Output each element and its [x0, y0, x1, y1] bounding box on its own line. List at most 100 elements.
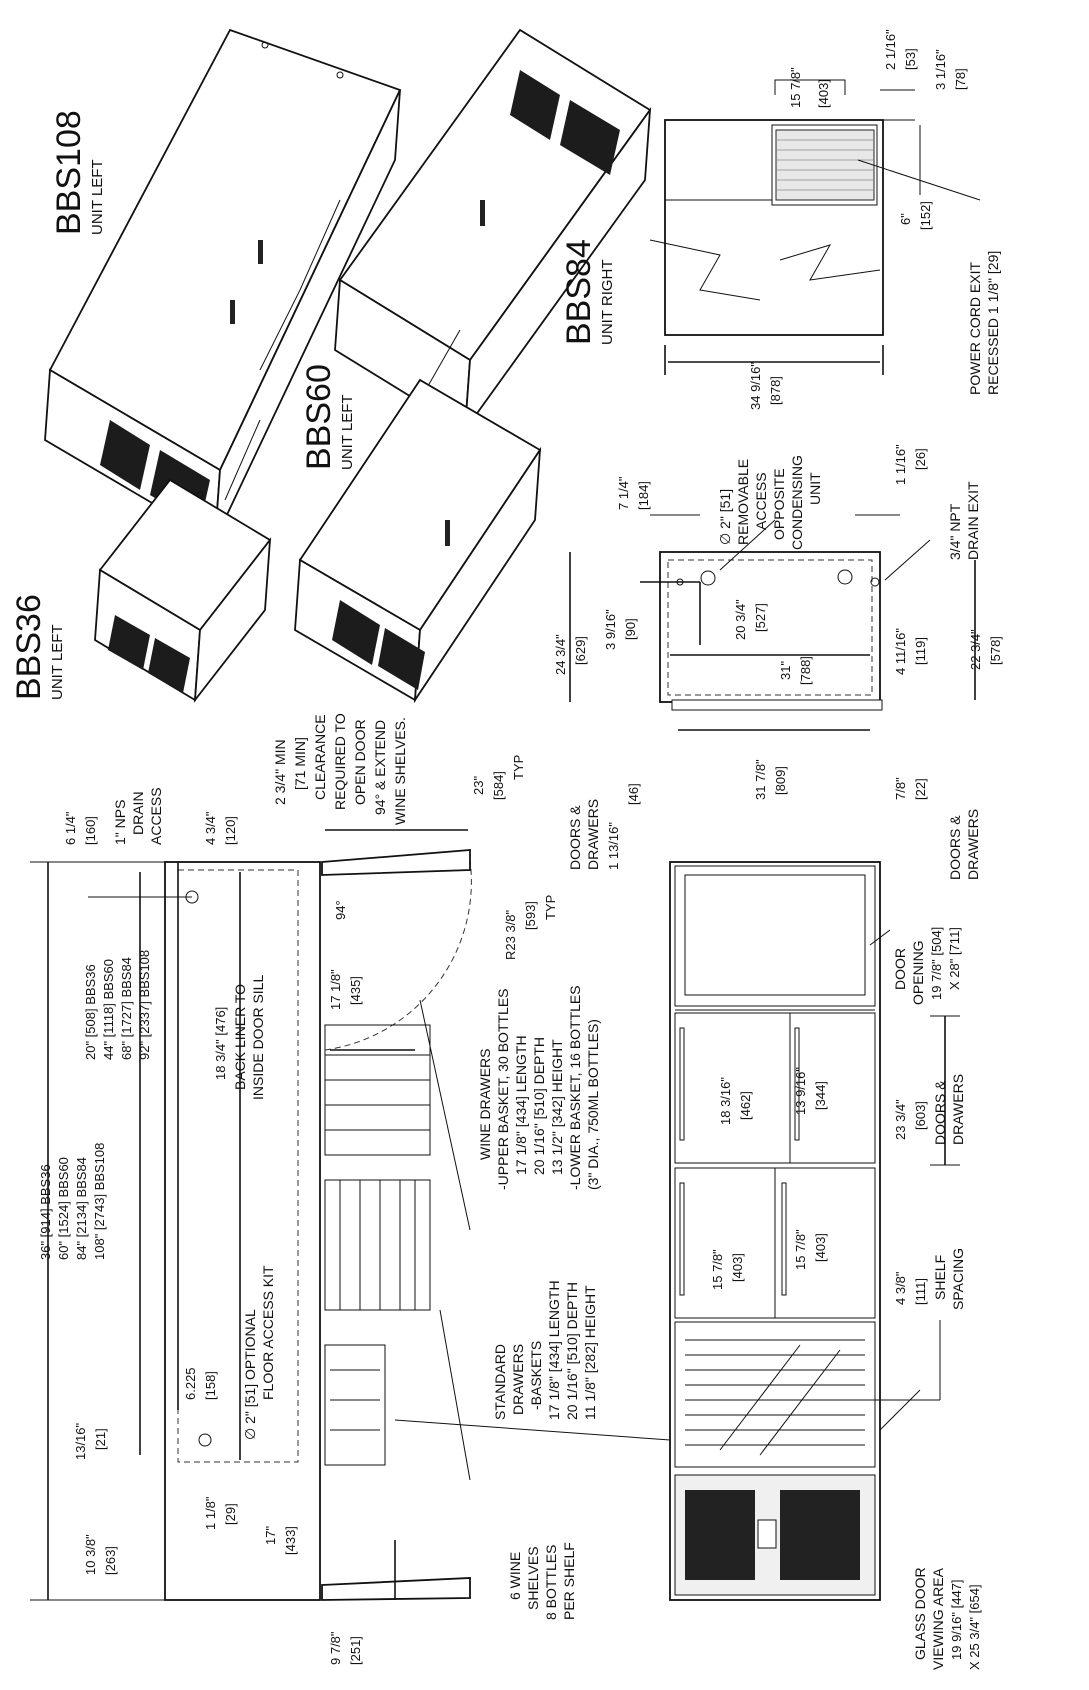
dim-label: 84" [2134] BBS84: [74, 1157, 89, 1260]
note-text: DRAWERS: [965, 809, 981, 880]
dim-label: 36" [914] BBS36: [38, 1164, 53, 1260]
grille-icon: [560, 100, 620, 175]
standard-drawer-icon: [324, 1179, 431, 1311]
dim-label: 19 9/16" [447]: [949, 1579, 964, 1660]
handle-icon: [480, 200, 485, 226]
dim-label: 20 3/4": [733, 599, 748, 640]
note-text: -LOWER BASKET, 16 BOTTLES: [567, 985, 583, 1190]
dim-label: [344]: [813, 1081, 828, 1110]
note-text: VIEWING AREA: [930, 1567, 946, 1670]
note-text: ACCESS: [753, 472, 769, 530]
bbs108-iso: [44, 28, 402, 542]
note-text: UNIT: [807, 472, 823, 505]
dim-label: 31 7/8": [753, 759, 768, 800]
dim-label: [152]: [918, 201, 933, 230]
dim-label: [263]: [103, 1546, 118, 1575]
note-text: 94° & EXTEND: [372, 720, 388, 815]
note-text: (3" DIA., 750ML BOTTLES): [585, 1019, 601, 1190]
dim-label: TYP: [511, 755, 526, 780]
dim-label: 6": [898, 213, 913, 225]
dim-label: 4 3/8": [893, 1271, 908, 1305]
handle-icon: [258, 240, 263, 264]
bbs108-title: BBS108: [50, 110, 88, 235]
note-text: DOORS &: [567, 805, 583, 870]
dim-label: 1 1/16": [893, 444, 908, 485]
note-text: 13 1/2" [342] HEIGHT: [549, 1039, 565, 1175]
dim-label: 24 3/4": [553, 634, 568, 675]
note-text: 8 BOTTLES: [543, 1545, 559, 1620]
dim-label: [120]: [223, 816, 238, 845]
dim-label: [53]: [903, 48, 918, 70]
dim-label: 108" [2743] BBS108: [92, 1143, 107, 1260]
note-text: OPEN DOOR: [352, 719, 368, 805]
dim-label: 31": [778, 661, 793, 680]
note-text: -BASKETS: [528, 1341, 544, 1410]
access-hole-icon: [837, 569, 853, 585]
grille-icon: [332, 600, 380, 665]
dim-label: 3 9/16": [603, 609, 618, 650]
dim-label: 13 9/16": [793, 1067, 808, 1115]
note-text: REQUIRED TO: [332, 713, 348, 810]
handle-icon: [679, 1182, 685, 1296]
handle-icon: [794, 1027, 800, 1141]
dim-label: [26]: [913, 448, 928, 470]
dim-label: 4 11/16": [893, 628, 908, 675]
handle-icon: [230, 300, 235, 324]
dim-label: TYP: [543, 895, 558, 920]
dim-label: [878]: [768, 376, 783, 405]
dim-label: [603]: [913, 1101, 928, 1130]
dim-label: 7/8": [893, 777, 908, 800]
dim-label: [21]: [93, 1428, 108, 1450]
dim-label: 1 1/8": [203, 1496, 218, 1530]
dim-label: 2 1/16": [883, 29, 898, 70]
dim-label: 7 1/4": [616, 476, 631, 510]
grille-icon: [378, 628, 425, 690]
note-text: OPENING: [910, 940, 926, 1005]
handle-icon: [445, 520, 450, 546]
note-text: 17 1/8" [434] LENGTH: [513, 1035, 529, 1175]
note-text: DRAWERS: [585, 799, 601, 870]
note-text: ACCESS: [148, 787, 164, 845]
note-text: -UPPER BASKET, 30 BOTTLES: [495, 988, 511, 1190]
dim-label: [78]: [953, 68, 968, 90]
note-text: CONDENSING: [789, 455, 805, 550]
wine-drawer-icon: [324, 1024, 431, 1156]
dim-label: 44" [1118] BBS60: [101, 959, 116, 1060]
dim-label: [527]: [753, 603, 768, 632]
dim-label: [251]: [348, 1636, 363, 1665]
drain-icon: [870, 577, 880, 587]
note-text: [71 MIN]: [292, 737, 308, 790]
dim-label: 9 7/8": [328, 1631, 343, 1665]
note-text: SPACING: [950, 1248, 966, 1310]
note-text: STANDARD: [492, 1344, 508, 1420]
dim-label: 92" [2337] BBS108: [137, 950, 152, 1060]
glass-door-icon: [685, 1339, 865, 1456]
note-text: INSIDE DOOR SILL: [250, 975, 266, 1100]
dim-label: 23 3/4": [893, 1099, 908, 1140]
note-text: 20 1/16" [510] DEPTH: [564, 1282, 580, 1420]
dim-label: 17": [263, 1526, 278, 1545]
note-text: ∅ 2" [51]: [717, 489, 733, 545]
grille-icon: [148, 638, 190, 693]
note-text: ∅ 2" [51] OPTIONAL: [242, 1309, 258, 1440]
note-text: RECESSED 1 1/8" [29]: [985, 251, 1001, 395]
dim-label: X 25 3/4" [654]: [967, 1584, 982, 1670]
note-text: BACK LINER TO: [232, 984, 248, 1090]
dim-label: 15 7/8": [793, 1229, 808, 1270]
note-text: FLOOR ACCESS KIT: [260, 1265, 276, 1400]
dim-label: [809]: [773, 766, 788, 795]
bbs84-title: BBS84: [560, 239, 598, 345]
condenser-grille-icon: [775, 129, 875, 201]
dim-label: 60" [1524] BBS60: [56, 1157, 71, 1260]
dim-label: [629]: [573, 636, 588, 665]
bbs36-orient: UNIT LEFT: [49, 624, 66, 700]
grille-icon: [108, 615, 150, 670]
note-text: DOORS &: [947, 815, 963, 880]
front-view: [669, 861, 960, 1601]
note-text: DRAIN EXIT: [965, 481, 981, 560]
dim-label: [593]: [523, 901, 538, 930]
note-text: 17 1/8" [434] LENGTH: [546, 1280, 562, 1420]
bbs60-iso: [294, 378, 542, 704]
bbs60-orient: UNIT LEFT: [339, 394, 356, 470]
